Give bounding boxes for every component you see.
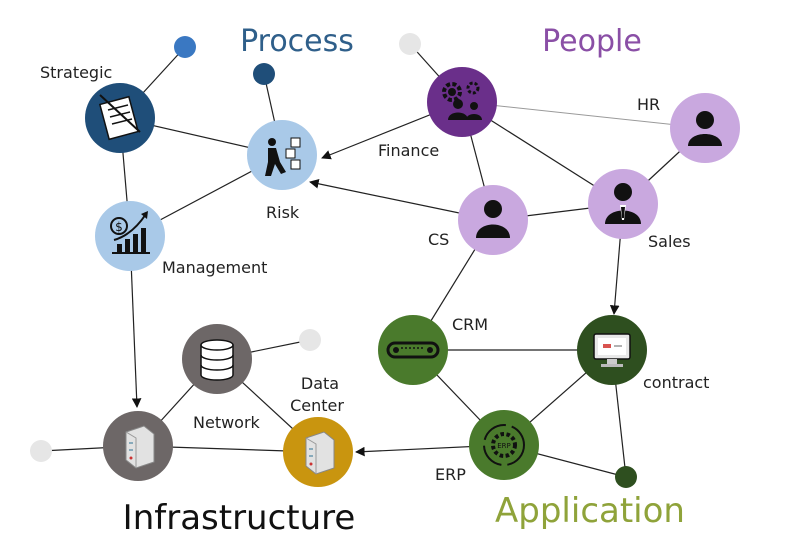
label-risk: Risk: [266, 203, 300, 222]
person-icon: [688, 111, 722, 146]
people-gear-icon: [442, 81, 482, 120]
process-dot-node: [253, 63, 275, 85]
node-finance[interactable]: [427, 67, 497, 137]
label-hr: HR: [637, 95, 660, 114]
node-hr[interactable]: [670, 93, 740, 163]
infra-placeholder-node: [299, 329, 321, 351]
application-title: Application: [495, 491, 685, 531]
node-strategic[interactable]: [85, 83, 155, 153]
node-infra-server[interactable]: [103, 411, 173, 481]
node-sales[interactable]: [588, 169, 658, 239]
people-title: People: [542, 24, 642, 59]
label-erp: ERP: [435, 465, 466, 484]
infrastructure-title: Infrastructure: [123, 498, 356, 535]
node-risk[interactable]: [247, 120, 317, 190]
label-sales: Sales: [648, 232, 691, 251]
node-contract[interactable]: [577, 315, 647, 385]
database-icon: [200, 339, 234, 381]
svg-text:$: $: [115, 220, 123, 234]
label-contract: contract: [643, 373, 709, 392]
node-erp[interactable]: ERP: [469, 410, 539, 480]
label-finance: Finance: [378, 141, 439, 160]
person-icon: [476, 200, 510, 238]
erp-cycle-icon: ERP: [483, 424, 525, 466]
people-placeholder-node: [399, 33, 421, 55]
conveyor-icon: [386, 341, 440, 359]
label-strategic: Strategic: [40, 63, 112, 82]
svg-text:ERP: ERP: [497, 442, 511, 450]
server-icon: [125, 425, 155, 469]
infra-placeholder-node: [30, 440, 52, 462]
label-datacenter-line2: Center: [290, 396, 344, 415]
process-title: Process: [240, 24, 354, 59]
server-icon: [305, 431, 335, 475]
label-cs: CS: [428, 230, 449, 249]
monitor-icon: [593, 333, 631, 367]
label-datacenter-line1: Data: [301, 374, 339, 393]
label-crm: CRM: [452, 315, 488, 334]
process-dot-node: [174, 36, 196, 58]
label-network: Network: [193, 413, 261, 432]
node-management[interactable]: $: [95, 201, 165, 271]
node-datacenter[interactable]: [283, 417, 353, 487]
risk-blocks-icon: [265, 137, 301, 176]
node-cs[interactable]: [458, 185, 528, 255]
node-crm[interactable]: [378, 315, 448, 385]
growth-chart-icon: $: [110, 211, 150, 254]
document-icon: [98, 94, 141, 141]
edge: [461, 101, 706, 129]
label-management: Management: [162, 258, 267, 277]
application-dot-node: [615, 466, 637, 488]
node-network[interactable]: [182, 324, 252, 394]
businessman-icon: [605, 183, 641, 224]
